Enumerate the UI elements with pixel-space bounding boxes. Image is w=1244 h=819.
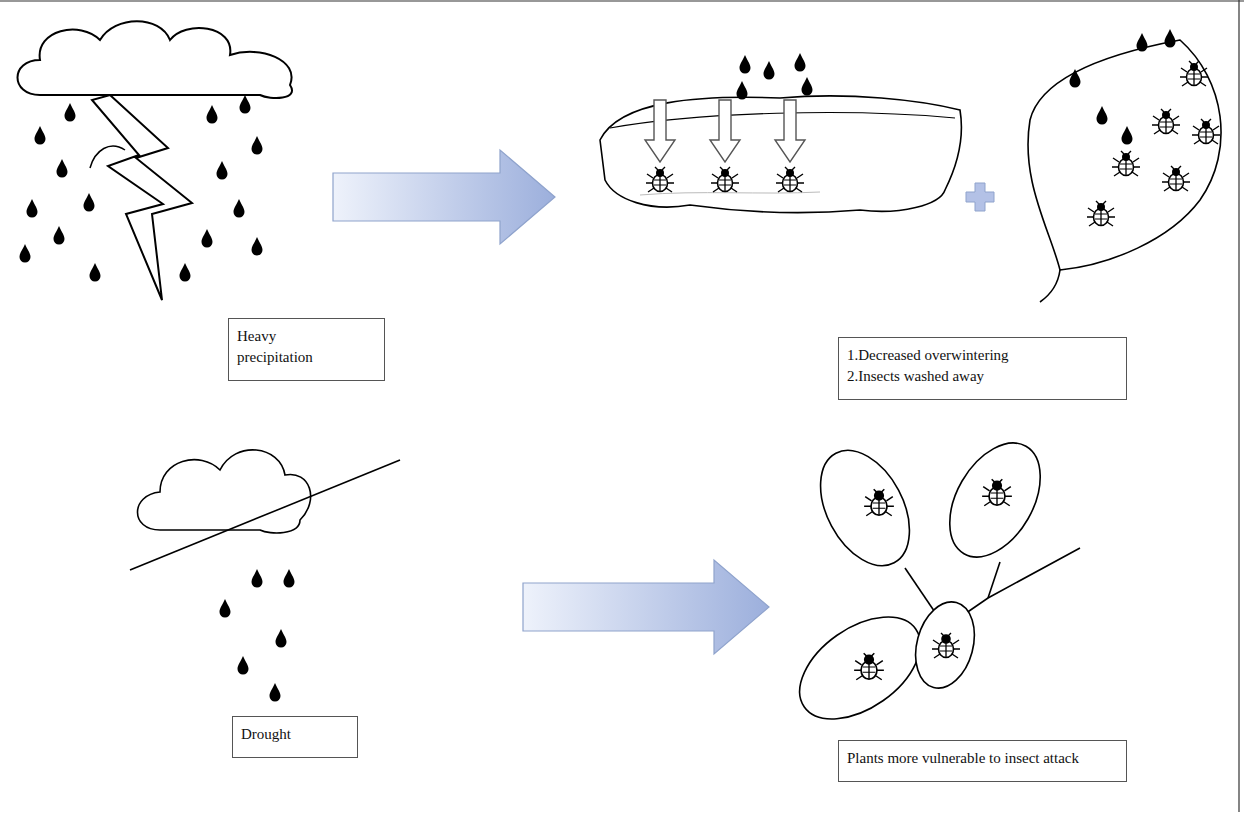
caption-box: Plants more vulnerable to insect attack — [838, 740, 1127, 782]
block-arrow — [523, 560, 769, 654]
caption-text: Heavy precipitation — [237, 326, 347, 368]
panel: 1.Decreased overwintering2.Insects washe… — [558, 20, 1238, 410]
caption-box: 1.Decreased overwintering2.Insects washe… — [838, 337, 1127, 400]
raindrops — [20, 95, 263, 282]
caption-box: Heavy precipitation — [228, 318, 385, 381]
plus-sign — [966, 183, 994, 211]
block-arrow — [333, 150, 555, 244]
infested-branch — [781, 427, 1080, 739]
caption-text: Drought — [241, 724, 349, 745]
panel: Drought — [110, 430, 520, 775]
panel: Plants more vulnerable to insect attack — [772, 430, 1152, 810]
caption-box: Drought — [232, 716, 358, 758]
caption-text: Plants more vulnerable to insect attack — [847, 748, 1079, 769]
drought-cloud — [130, 450, 400, 702]
infested-leaf — [1028, 29, 1221, 302]
panel: Heavy precipitation — [10, 10, 330, 390]
caption-text: 2.Insects washed away — [847, 366, 1117, 387]
leaf-section — [600, 53, 961, 212]
storm-cloud — [18, 21, 293, 300]
caption-text: 1.Decreased overwintering — [847, 345, 1117, 366]
